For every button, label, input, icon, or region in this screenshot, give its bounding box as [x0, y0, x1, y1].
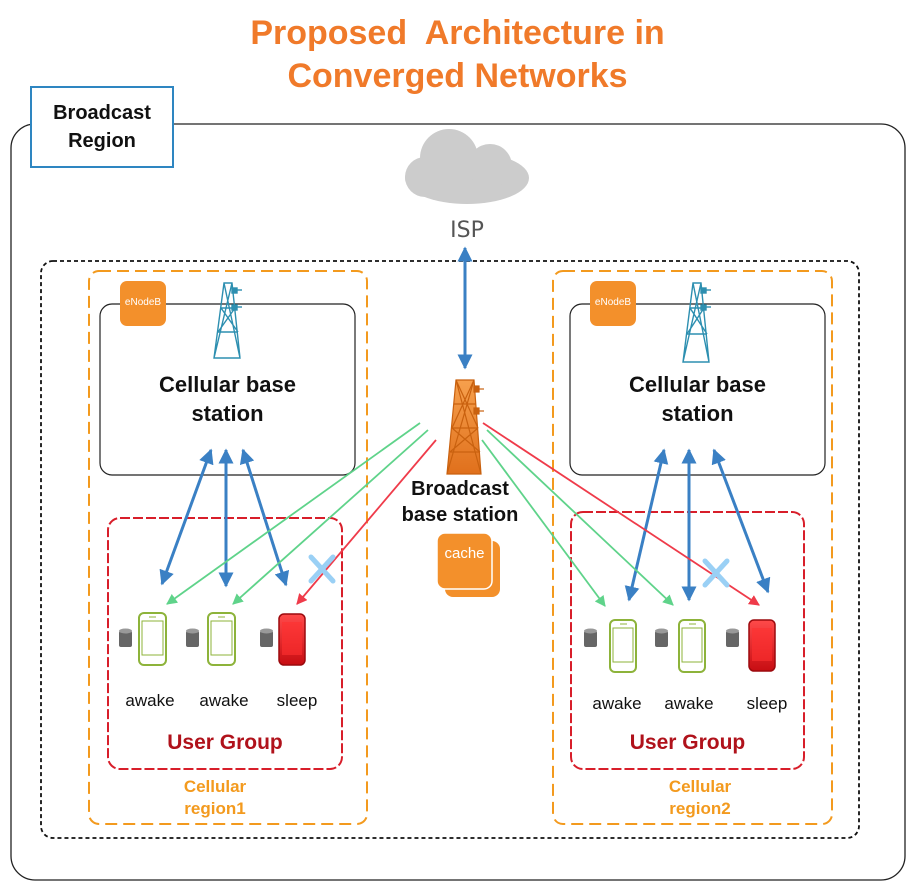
broadcast-tower-icon	[446, 379, 484, 475]
region-label-line-1: Cellular	[183, 777, 247, 796]
cellular-link-2a	[624, 448, 669, 602]
broadcast-station-line-2: base station	[401, 504, 519, 526]
title-line-2: Converged Networks	[287, 57, 628, 95]
region-label-line-2: region1	[184, 799, 246, 818]
phone-icon-awake	[207, 612, 236, 666]
cellular-region-2-box	[552, 270, 833, 825]
storage-icon	[186, 628, 199, 647]
storage-icon	[655, 628, 668, 647]
phone-icon-awake	[138, 612, 167, 666]
cellular-region-2-label: Cellular region2	[635, 776, 765, 820]
device-state-label: awake	[592, 694, 642, 713]
broadcast-link-2b	[486, 429, 674, 606]
enodeb-badge-1	[120, 281, 166, 326]
broadcast-link-1c	[296, 439, 437, 605]
user-group-2-label: User Group	[629, 731, 746, 754]
phone-icon-awake	[678, 619, 706, 673]
cellular-tower-1-icon	[213, 282, 242, 359]
broadcast-station-line-1: Broadcast	[411, 478, 509, 500]
cache-icon	[436, 532, 500, 597]
blocked-x-icon-1	[308, 554, 336, 584]
broadcast-region-box	[10, 123, 906, 881]
device-state-label: awake	[125, 691, 175, 710]
storage-icon	[260, 628, 273, 647]
isp-label: ISP	[450, 218, 484, 243]
broadcast-link-2a	[481, 439, 606, 607]
base-station-title-line-1: Cellular base	[629, 372, 766, 397]
cellular-base-station-1-title: Cellular base station	[100, 370, 355, 428]
user-group-1-label: User Group	[167, 731, 283, 754]
cloud-icon	[405, 129, 529, 204]
broadcast-region-line-1: Broadcast	[53, 102, 151, 124]
cellular-region-1-box	[88, 270, 368, 825]
device-state-label: awake	[199, 691, 249, 710]
base-station-title-line-1: Cellular base	[159, 372, 296, 397]
phone-icon-sleep	[278, 613, 306, 666]
storage-icon	[584, 628, 597, 647]
enodeb-badge-2	[590, 281, 636, 326]
converged-network-box	[40, 260, 860, 839]
enodeb-label-2: eNodeB	[594, 297, 632, 308]
storage-icon	[119, 628, 132, 647]
cellular-tower-2-icon	[682, 282, 711, 363]
cellular-region-1-label: Cellular region1	[150, 776, 280, 820]
broadcast-base-station-title: Broadcast base station	[380, 476, 540, 528]
cache-label: cache	[444, 545, 485, 562]
phone-icon-sleep	[748, 619, 776, 672]
enodeb-label-1: eNodeB	[124, 297, 162, 308]
device-state-label: sleep	[276, 691, 318, 710]
broadcast-link-1b	[232, 429, 429, 605]
blocked-x-icon-2	[702, 558, 730, 588]
base-station-title-line-2: station	[661, 401, 734, 426]
base-station-title-line-2: station	[191, 401, 264, 426]
region-label-line-2: region2	[669, 799, 731, 818]
cellular-link-2c	[711, 448, 771, 594]
device-state-label: sleep	[746, 694, 788, 713]
cellular-link-1a	[159, 448, 214, 586]
cellular-base-station-2-title: Cellular base station	[570, 370, 825, 428]
title-line-1: Proposed Architecture in	[250, 14, 665, 52]
broadcast-region-label: Broadcast Region	[30, 86, 174, 168]
broadcast-region-line-2: Region	[68, 130, 136, 152]
device-state-label: awake	[664, 694, 714, 713]
region-label-line-1: Cellular	[668, 777, 732, 796]
diagram-title: Proposed Architecture in Converged Netwo…	[0, 12, 915, 98]
phone-icon-awake	[609, 619, 637, 673]
broadcast-link-1a	[166, 422, 421, 605]
storage-icon	[726, 628, 739, 647]
